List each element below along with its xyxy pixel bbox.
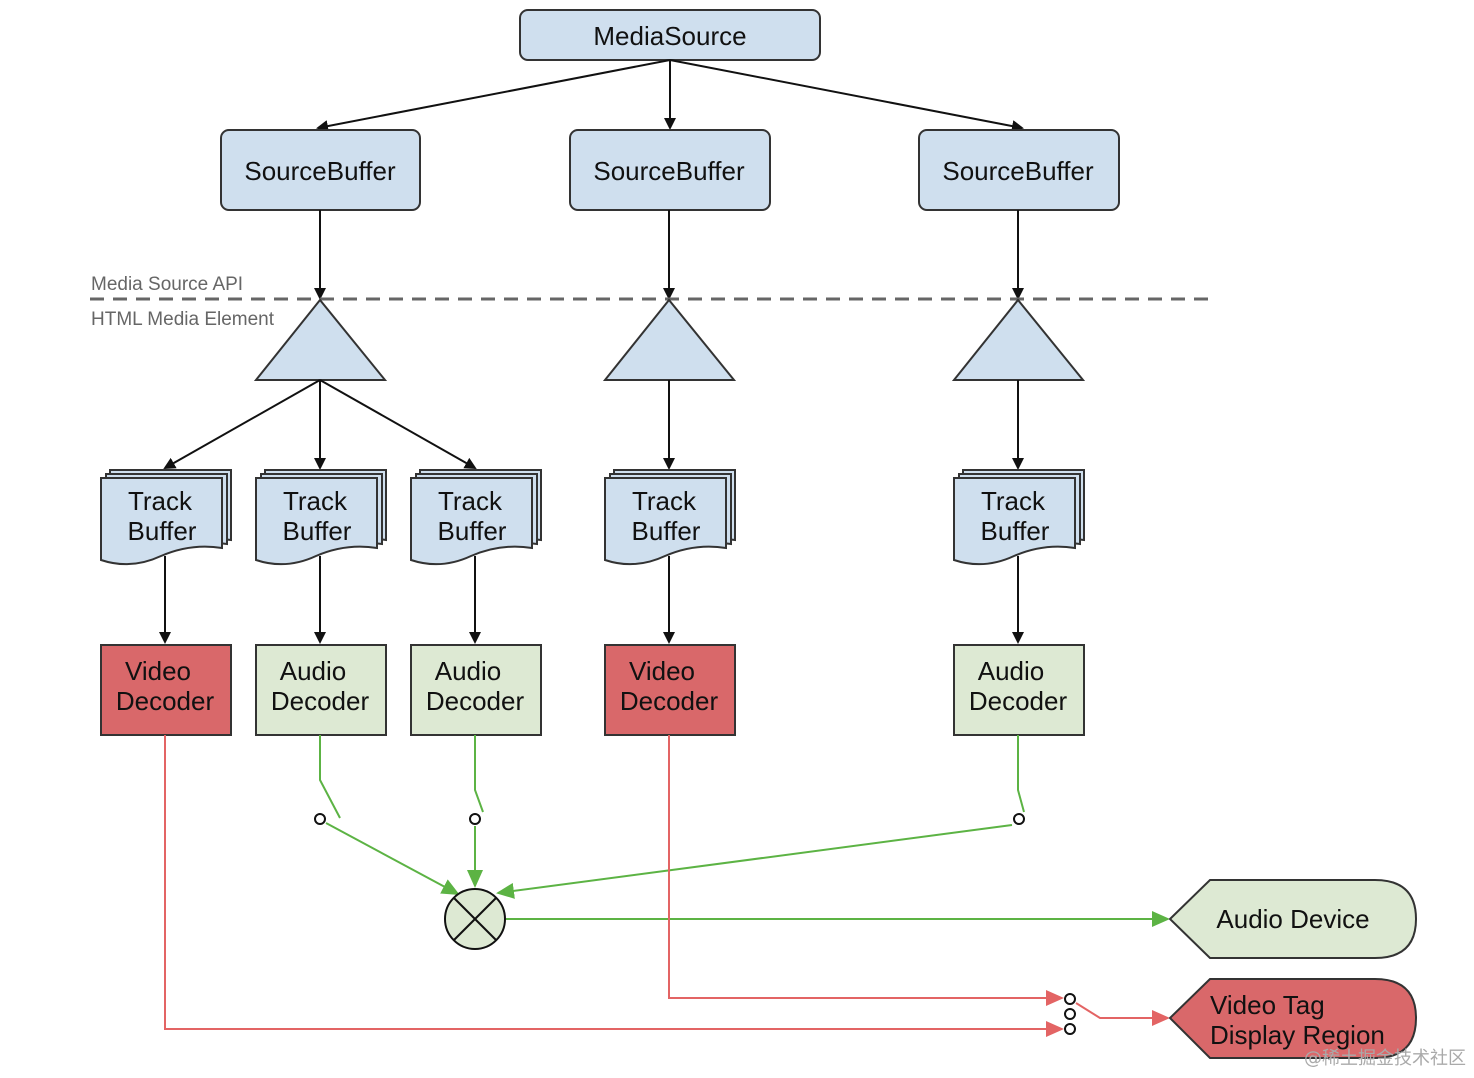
source-buffer-1: SourceBuffer — [220, 129, 421, 211]
track-buffer-5-line1: Track — [981, 486, 1046, 516]
track-buffer-5-line2: Buffer — [981, 516, 1050, 546]
audio-decoder-1-line2: Decoder — [271, 686, 370, 716]
track-buffer-2-line2: Buffer — [283, 516, 352, 546]
video-decoder-1-line2: Decoder — [116, 686, 215, 716]
track-buffer-2: Track Buffer — [255, 469, 387, 566]
video-tag-line2: Display Region — [1210, 1020, 1385, 1050]
audio-decoder-2-line1: Audio — [435, 656, 502, 686]
track-selector-3 — [951, 298, 1086, 381]
track-buffer-3-line1: Track — [438, 486, 503, 516]
video-decoder-1-line1: Video — [125, 656, 191, 686]
video-tag-node: Video Tag Display Region — [1168, 978, 1418, 1059]
watermark-text: @稀土掘金技术社区 — [1304, 1048, 1466, 1069]
audio-paths — [319, 735, 1170, 927]
track-selectors — [253, 298, 1086, 381]
track-selector-1 — [253, 298, 388, 381]
audio-mixer — [444, 888, 506, 950]
track-selector-2 — [602, 298, 737, 381]
audio-device-node: Audio Device — [1168, 879, 1418, 959]
api-boundary-bottom-label: HTML Media Element — [91, 309, 275, 330]
track-buffer-1-line1: Track — [128, 486, 193, 516]
track-buffer-1-line2: Buffer — [128, 516, 197, 546]
media-source-label: MediaSource — [593, 21, 746, 51]
video-decoder-2: Video Decoder — [604, 644, 736, 736]
audio-decoder-1: Audio Decoder — [255, 644, 387, 736]
video-decoder-1: Video Decoder — [100, 644, 232, 736]
audio-decoder-2-line2: Decoder — [426, 686, 525, 716]
audio-switch-circles — [314, 813, 1025, 825]
track-buffer-4-line2: Buffer — [632, 516, 701, 546]
selector-arrows — [163, 379, 1024, 470]
track-buffer-2-line1: Track — [283, 486, 348, 516]
video-tag-line1: Video Tag — [1210, 990, 1325, 1020]
video-switch-circles — [1064, 993, 1076, 1035]
track-buffer-3: Track Buffer — [410, 469, 542, 566]
source-buffer-2: SourceBuffer — [569, 129, 771, 211]
track-buffer-3-line2: Buffer — [438, 516, 507, 546]
audio-decoder-2: Audio Decoder — [410, 644, 542, 736]
source-buffer-1-label: SourceBuffer — [244, 156, 396, 186]
audio-decoder-3: Audio Decoder — [953, 644, 1085, 736]
track-buffer-1: Track Buffer — [100, 469, 232, 566]
decoder-arrows — [159, 556, 1024, 644]
media-source-arrows — [316, 59, 1024, 132]
track-buffer-4: Track Buffer — [604, 469, 736, 566]
audio-decoder-3-line2: Decoder — [969, 686, 1068, 716]
media-source-node: MediaSource — [519, 9, 821, 61]
track-buffer-4-line1: Track — [632, 486, 697, 516]
audio-decoder-1-line1: Audio — [280, 656, 347, 686]
video-decoder-2-line1: Video — [629, 656, 695, 686]
video-decoder-2-line2: Decoder — [620, 686, 719, 716]
api-boundary-top-label: Media Source API — [91, 274, 243, 295]
audio-device-label: Audio Device — [1216, 904, 1369, 934]
track-buffer-5: Track Buffer — [953, 469, 1085, 566]
source-buffer-2-label: SourceBuffer — [593, 156, 745, 186]
source-buffer-3: SourceBuffer — [918, 129, 1120, 211]
video-paths — [164, 735, 1170, 1037]
source-buffer-arrows — [314, 210, 1024, 300]
audio-decoder-3-line1: Audio — [978, 656, 1045, 686]
source-buffer-3-label: SourceBuffer — [942, 156, 1094, 186]
